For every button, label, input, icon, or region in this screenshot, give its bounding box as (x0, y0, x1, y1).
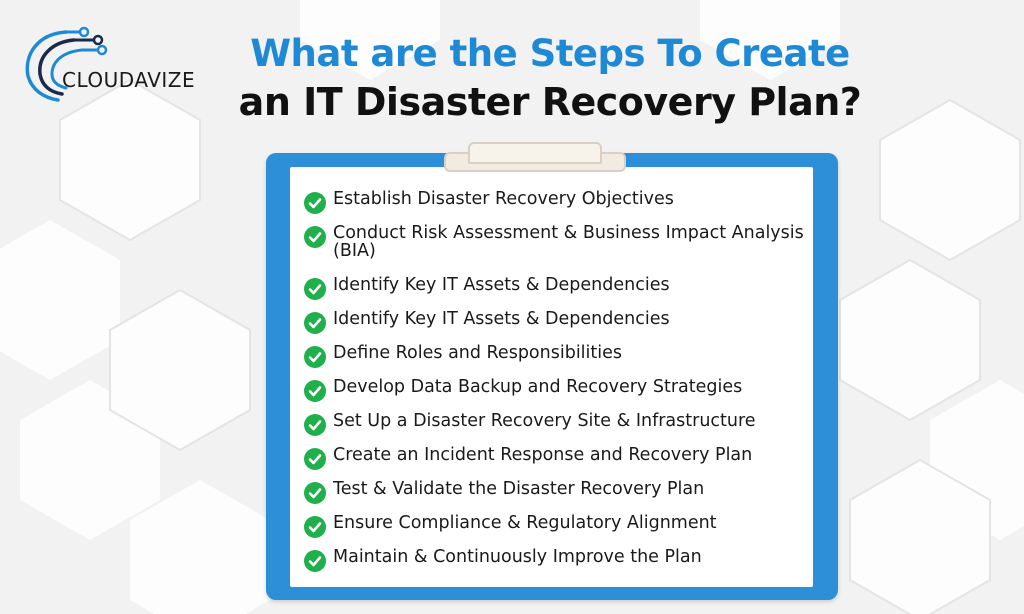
clipboard-paper (290, 167, 813, 587)
step-label: Set Up a Disaster Recovery Site & Infras… (333, 411, 756, 431)
list-item: Maintain & Continuously Improve the Plan (304, 547, 814, 572)
step-label: Maintain & Continuously Improve the Plan (333, 547, 702, 567)
list-item: Create an Incident Response and Recovery… (304, 445, 814, 470)
list-item: Define Roles and Responsibilities (304, 343, 814, 368)
step-label: Establish Disaster Recovery Objectives (333, 189, 674, 209)
step-label: Test & Validate the Disaster Recovery Pl… (333, 479, 705, 499)
page-title-line-1: What are the Steps To Create (250, 32, 850, 75)
circuit-arc-logo-icon (25, 26, 108, 102)
step-label: Ensure Compliance & Regulatory Alignment (333, 513, 717, 533)
list-item: Set Up a Disaster Recovery Site & Infras… (304, 411, 814, 436)
green-check-circle-icon (304, 516, 326, 538)
clipboard-clip (444, 142, 626, 174)
list-item: Ensure Compliance & Regulatory Alignment (304, 513, 814, 538)
green-check-circle-icon (304, 482, 326, 504)
logo-text: CLOUDAVIZE (62, 68, 196, 92)
green-check-circle-icon (304, 346, 326, 368)
clipboard (266, 153, 838, 600)
step-label: Develop Data Backup and Recovery Strateg… (333, 377, 743, 397)
step-label: Conduct Risk Assessment & Business Impac… (333, 223, 804, 261)
clip-top (468, 142, 602, 164)
green-check-circle-icon (304, 278, 326, 300)
list-item: Identify Key IT Assets & Dependencies (304, 275, 814, 300)
step-label: Create an Incident Response and Recovery… (333, 445, 753, 465)
list-item: Identify Key IT Assets & Dependencies (304, 309, 814, 334)
list-item: Develop Data Backup and Recovery Strateg… (304, 377, 814, 402)
step-label: Identify Key IT Assets & Dependencies (333, 275, 670, 295)
green-check-circle-icon (304, 380, 326, 402)
green-check-circle-icon (304, 226, 326, 248)
steps-list: Establish Disaster Recovery Objectives C… (304, 190, 814, 582)
step-label: Define Roles and Responsibilities (333, 343, 623, 363)
green-check-circle-icon (304, 448, 326, 470)
green-check-circle-icon (304, 192, 326, 214)
green-check-circle-icon (304, 550, 326, 572)
page-title-line-2: an IT Disaster Recovery Plan? (238, 80, 862, 124)
green-check-circle-icon (304, 414, 326, 436)
green-check-circle-icon (304, 312, 326, 334)
list-item: Establish Disaster Recovery Objectives (304, 189, 814, 214)
cloudavize-logo: CLOUDAVIZE (18, 24, 218, 104)
list-item: Test & Validate the Disaster Recovery Pl… (304, 479, 814, 504)
list-item: Conduct Risk Assessment & Business Impac… (304, 224, 814, 260)
step-label: Identify Key IT Assets & Dependencies (333, 309, 670, 329)
